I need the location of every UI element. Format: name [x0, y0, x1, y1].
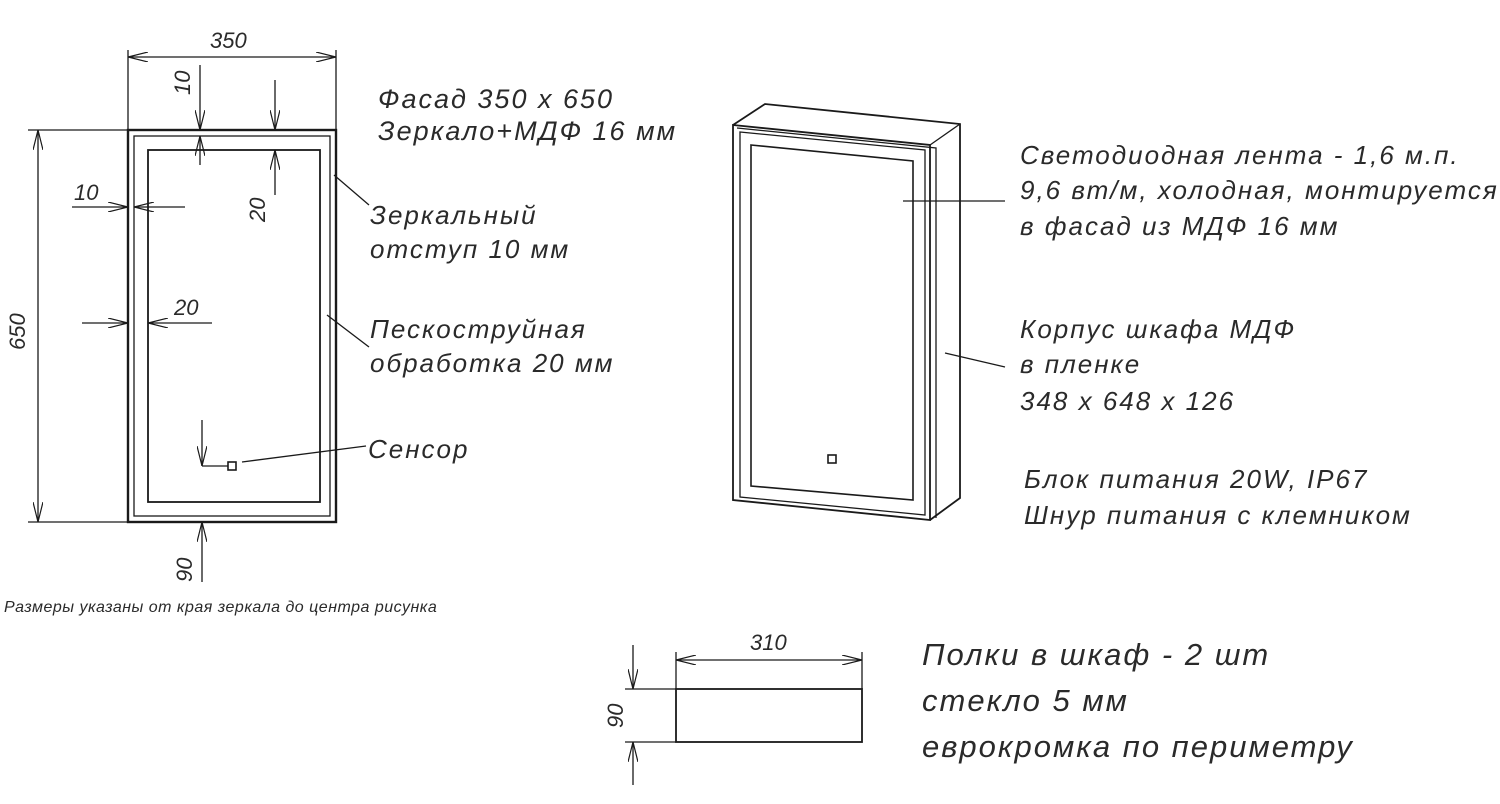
- facade-edge: [736, 127, 937, 518]
- facade-outline: [126, 128, 338, 524]
- sensor-icon: [827, 454, 837, 464]
- mirror-outline: [133, 135, 331, 517]
- body-dimensions: 348 х 648 х 126: [1020, 386, 1235, 416]
- led-strip-label: Светодиодная лента - 1,6 м.п.: [1020, 140, 1460, 170]
- mirror-offset-value: отступ 10 мм: [370, 234, 570, 264]
- shelf-view: 310 90 Полки в шкаф - 2 шт стекло 5 мм е…: [603, 630, 1354, 785]
- power-cord-label: Шнур питания с клемником: [1024, 500, 1412, 530]
- mirror-outline: [739, 131, 926, 516]
- dim-height-label: 650: [5, 313, 30, 350]
- sensor-label: Сенсор: [368, 434, 469, 464]
- shelf-glass-label: стекло 5 мм: [922, 683, 1129, 718]
- sandblast-inner-outline: [750, 144, 914, 501]
- shelf-outline: [675, 688, 863, 743]
- led-strip-power: 9,6 вт/м, холодная, монтируется: [1020, 175, 1499, 205]
- dim-sensor-label: 90: [172, 557, 197, 582]
- dim-width-label: 350: [210, 28, 247, 53]
- led-strip-mount: в фасад из МДФ 16 мм: [1020, 211, 1339, 241]
- leader-line: [326, 314, 370, 348]
- sandblast-value: обработка 20 мм: [370, 348, 615, 378]
- cabinet-edge: [929, 123, 961, 146]
- leader-line: [333, 174, 370, 206]
- leader-line: [241, 445, 367, 463]
- sandblast-label: Пескоструйная: [370, 314, 587, 344]
- front-view: 350 650 10 20 10 20 90 Фасад 350 х 650 З: [4, 28, 677, 616]
- sensor-icon: [227, 461, 237, 471]
- dim-left-blast-label: 20: [173, 295, 199, 320]
- shelf-width-label: 310: [750, 630, 787, 655]
- iso-view: Светодиодная лента - 1,6 м.п. 9,6 вт/м, …: [732, 103, 1499, 530]
- facade-material-label: Зеркало+МДФ 16 мм: [378, 116, 677, 146]
- dim-top-offset-label: 10: [170, 70, 195, 95]
- cabinet-facade: [732, 124, 931, 521]
- power-supply-label: Блок питания 20W, IP67: [1024, 464, 1368, 494]
- dim-left-offset-label: 10: [74, 180, 99, 205]
- body-label: Корпус шкафа МДФ: [1020, 314, 1296, 344]
- mirror-offset-label: Зеркальный: [370, 200, 538, 230]
- dimensions-note: Размеры указаны от края зеркала до центр…: [4, 599, 437, 616]
- leader-line: [944, 352, 1006, 368]
- facade-label: Фасад 350 х 650: [378, 84, 614, 114]
- shelf-height-label: 90: [603, 703, 628, 728]
- dim-top-blast-label: 20: [245, 197, 270, 223]
- sandblast-inner-outline: [147, 149, 321, 503]
- cabinet-body: [732, 103, 961, 521]
- shelf-count-label: Полки в шкаф - 2 шт: [922, 637, 1270, 672]
- shelf-edge-label: еврокромка по периметру: [922, 729, 1354, 764]
- body-finish: в пленке: [1020, 349, 1141, 379]
